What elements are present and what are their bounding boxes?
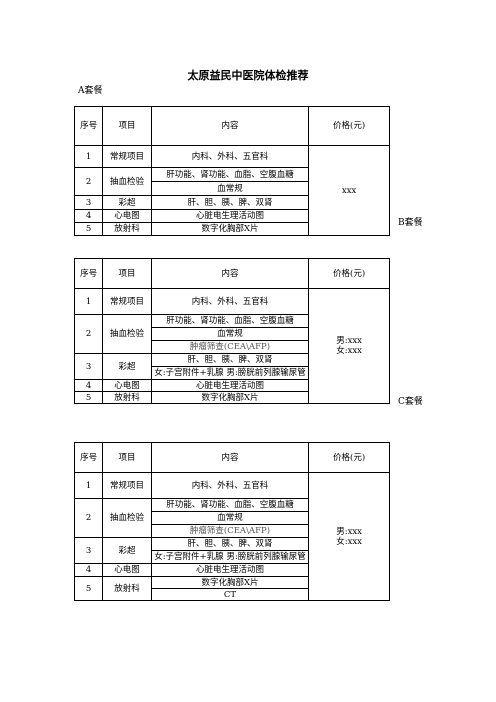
row-content: 内科、外科、五官科 xyxy=(150,472,310,499)
package-a-table: 序号 项目 内容 价格(元) 1 常规项目 内科、外科、五官科 xxx 2 抽血… xyxy=(73,106,390,236)
row-item: 常规项目 xyxy=(102,288,152,315)
price-male: 男:xxx xyxy=(336,526,362,537)
header-content: 内容 xyxy=(150,106,310,146)
package-b-table: 序号 项目 内容 价格(元) 1 常规项目 内科、外科、五官科 男:xxx 女:… xyxy=(73,258,390,404)
row-content: 数字化胸部X片 xyxy=(150,391,310,404)
row-content: 肿瘤筛查(CEA\AFP) xyxy=(150,340,310,354)
header-item: 项目 xyxy=(102,258,152,289)
row-content: 女:子宫附件+乳腺 男:膀胱前列腺输尿管 xyxy=(150,550,310,564)
row-seq: 1 xyxy=(73,288,104,315)
row-content: 肝功能、肾功能、血脂、空腹血糖 xyxy=(150,167,310,182)
row-seq: 3 xyxy=(73,537,104,564)
header-seq: 序号 xyxy=(73,442,104,473)
row-content: 肝、胆、胰、脾、双肾 xyxy=(150,537,310,551)
row-content: 肝功能、肾功能、血脂、空腹血糖 xyxy=(150,314,310,328)
row-content: 数字化胸部X片 xyxy=(150,222,310,236)
row-seq: 3 xyxy=(73,195,104,210)
package-b-label: B套餐 xyxy=(398,218,423,228)
row-item: 放射科 xyxy=(102,391,152,404)
row-item: 放射科 xyxy=(102,222,152,236)
row-content: 内科、外科、五官科 xyxy=(150,145,310,168)
row-content: 心脏电生理活动图 xyxy=(150,379,310,392)
row-item: 放射科 xyxy=(102,576,152,601)
row-item: 彩超 xyxy=(102,353,152,380)
row-item: 心电图 xyxy=(102,563,152,577)
row-content: 血常规 xyxy=(150,181,310,196)
header-price: 价格(元) xyxy=(308,106,390,146)
package-b-price: 男:xxx 女:xxx xyxy=(308,288,390,404)
row-item: 常规项目 xyxy=(102,145,152,168)
row-content: 内科、外科、五官科 xyxy=(150,288,310,315)
row-item: 彩超 xyxy=(102,195,152,210)
header-price: 价格(元) xyxy=(308,258,390,289)
row-content: 心脏电生理活动图 xyxy=(150,563,310,577)
package-a-label: A套餐 xyxy=(78,86,103,96)
row-item: 心电图 xyxy=(102,379,152,392)
package-c-price: 男:xxx 女:xxx xyxy=(308,472,390,601)
header-content: 内容 xyxy=(150,442,310,473)
row-seq: 4 xyxy=(73,379,104,392)
row-content: CT xyxy=(150,588,310,601)
header-item: 项目 xyxy=(102,442,152,473)
row-item: 心电图 xyxy=(102,209,152,223)
row-seq: 5 xyxy=(73,391,104,404)
row-seq: 4 xyxy=(73,209,104,223)
row-item: 抽血检验 xyxy=(102,314,152,354)
price-male: 男:xxx xyxy=(336,336,362,346)
price-female: 女:xxx xyxy=(336,536,362,547)
package-c-table: 序号 项目 内容 价格(元) 1 常规项目 内科、外科、五官科 男:xxx 女:… xyxy=(73,442,390,601)
header-seq: 序号 xyxy=(73,106,104,146)
price-female: 女:xxx xyxy=(336,346,362,356)
row-seq: 2 xyxy=(73,314,104,354)
header-item: 项目 xyxy=(102,106,152,146)
package-c-label: C套餐 xyxy=(398,397,423,407)
row-content: 血常规 xyxy=(150,511,310,525)
row-seq: 5 xyxy=(73,576,104,601)
row-seq: 4 xyxy=(73,563,104,577)
row-content: 心脏电生理活动图 xyxy=(150,209,310,223)
row-content: 女:子宫附件+乳腺 男:膀胱前列腺输尿管 xyxy=(150,366,310,380)
row-seq: 1 xyxy=(73,472,104,499)
row-item: 彩超 xyxy=(102,537,152,564)
header-seq: 序号 xyxy=(73,258,104,289)
row-item: 抽血检验 xyxy=(102,167,152,196)
row-content: 数字化胸部X片 xyxy=(150,576,310,589)
row-content: 血常规 xyxy=(150,327,310,341)
row-item: 常规项目 xyxy=(102,472,152,499)
row-seq: 5 xyxy=(73,222,104,236)
row-seq: 1 xyxy=(73,145,104,168)
row-content: 肝、胆、胰、脾、双肾 xyxy=(150,195,310,210)
package-a-price: xxx xyxy=(308,145,390,236)
row-item: 抽血检验 xyxy=(102,498,152,538)
row-seq: 2 xyxy=(73,167,104,196)
row-seq: 2 xyxy=(73,498,104,538)
header-price: 价格(元) xyxy=(308,442,390,473)
row-content: 肝、胆、胰、脾、双肾 xyxy=(150,353,310,367)
row-content: 肿瘤筛查(CEA\AFP) xyxy=(150,524,310,538)
page-title: 太原益民中医院体检推荐 xyxy=(187,69,309,82)
header-content: 内容 xyxy=(150,258,310,289)
row-content: 肝功能、肾功能、血脂、空腹血糖 xyxy=(150,498,310,512)
row-seq: 3 xyxy=(73,353,104,380)
